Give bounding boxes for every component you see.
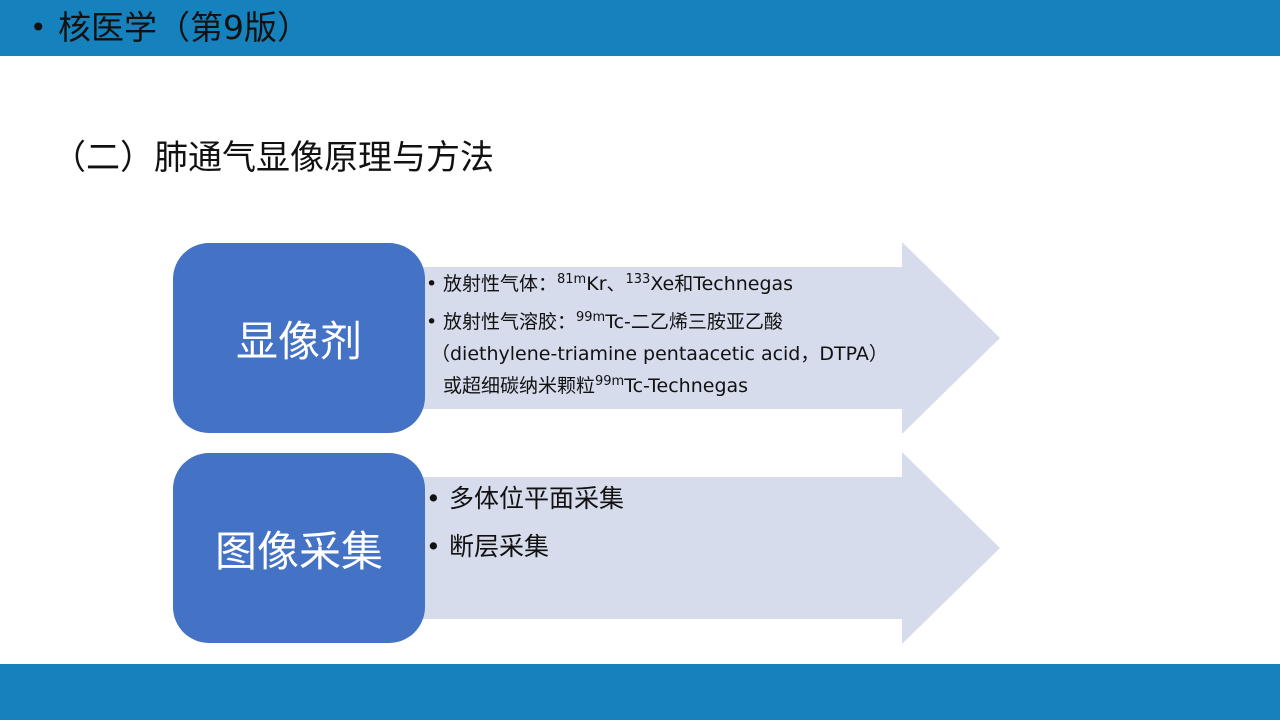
item-line-3: 或超细碳纳米颗粒99mTc-Technegas — [443, 370, 896, 402]
arrow-polygon-2 — [400, 452, 1000, 644]
bullet-dot: • — [426, 484, 441, 513]
panel-label-contrast-agent: 显像剂 — [173, 243, 425, 433]
text-part: 放射性气体： — [443, 273, 558, 295]
item-line-1: 放射性气溶胶：99mTc-二乙烯三胺亚乙酸 — [443, 306, 896, 338]
arrow-shape-2 — [400, 452, 1000, 644]
item-text: 放射性气体：81mKr、133Xe和Technegas — [443, 273, 793, 295]
panel-label-image-acquisition: 图像采集 — [173, 453, 425, 643]
text-part: Tc-Technegas — [624, 375, 749, 397]
superscript: 81m — [557, 272, 587, 287]
section-title: （二）肺通气显像原理与方法 — [52, 138, 494, 178]
header-bullet: • — [30, 11, 47, 44]
header-title: 核医学（第9版） — [58, 8, 310, 47]
text-part: 或超细碳纳米颗粒 — [443, 375, 596, 397]
text-part: Kr、 — [586, 273, 626, 295]
list-item: • 放射性气体：81mKr、133Xe和Technegas — [426, 268, 896, 300]
superscript: 99m — [595, 374, 625, 389]
bullet-dot: • — [426, 273, 438, 295]
list-item: • 断层采集 — [426, 528, 896, 566]
contrast-agent-list: • 放射性气体：81mKr、133Xe和Technegas • 放射性气溶胶：9… — [426, 268, 896, 408]
top-header-bar: • 核医学（第9版） — [0, 0, 1280, 56]
item-line-2: （diethylene-triamine pentaacetic acid，DT… — [431, 343, 888, 365]
bottom-footer-bar — [0, 664, 1280, 720]
bullet-dot: • — [426, 532, 441, 561]
bullet-dot: • — [426, 311, 438, 333]
superscript: 133 — [625, 272, 651, 287]
list-item: • 放射性气溶胶：99mTc-二乙烯三胺亚乙酸 （diethylene-tria… — [426, 306, 896, 402]
text-part: 放射性气溶胶： — [443, 311, 577, 333]
arrow-polygon-1 — [400, 242, 1000, 434]
arrow-shape-1 — [400, 242, 1000, 434]
item-text: 多体位平面采集 — [449, 484, 625, 513]
text-part: Xe和Technegas — [650, 273, 794, 295]
superscript: 99m — [576, 310, 606, 325]
item-text: 断层采集 — [449, 532, 550, 561]
image-acquisition-list: • 多体位平面采集 • 断层采集 — [426, 480, 896, 576]
text-part: Tc-二乙烯三胺亚乙酸 — [605, 311, 783, 333]
list-item: • 多体位平面采集 — [426, 480, 896, 518]
